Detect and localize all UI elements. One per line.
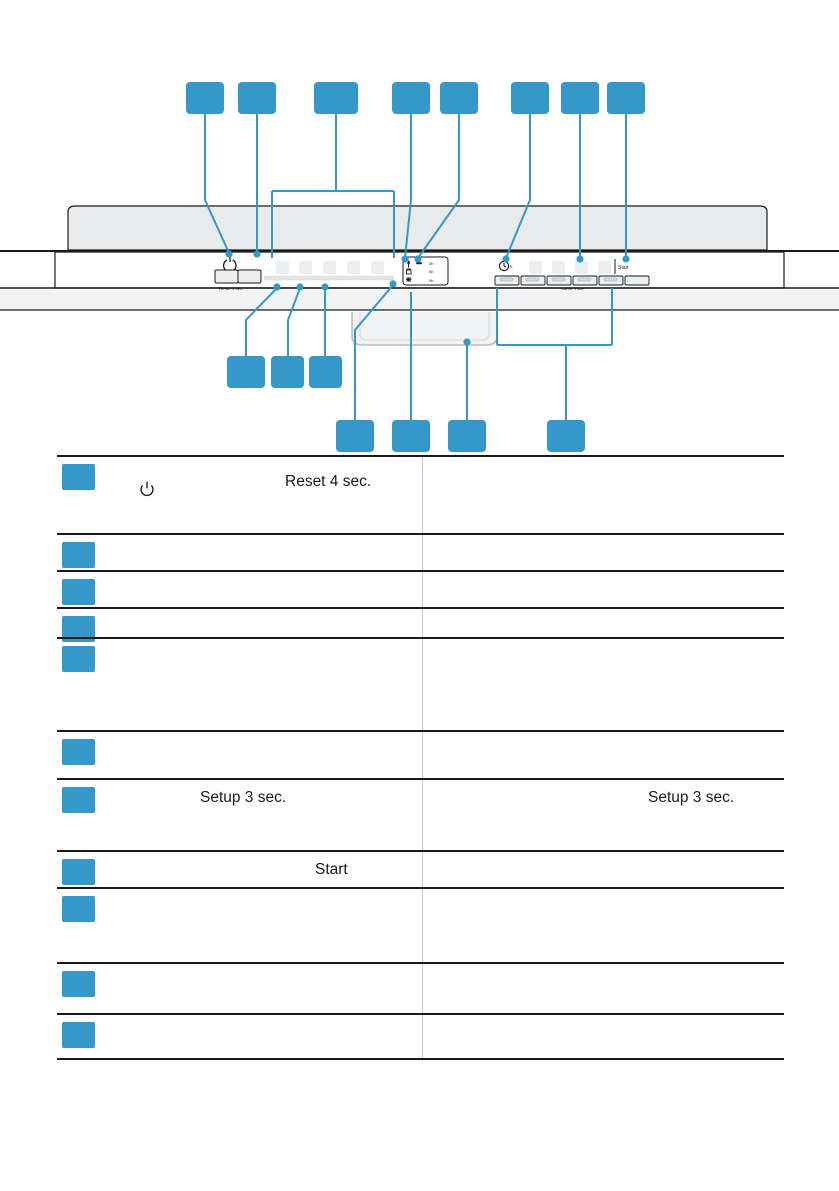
- legend-row-marker: [62, 464, 95, 490]
- legend-row: Reset 4 sec.: [57, 455, 784, 533]
- legend-row-marker: [62, 971, 95, 997]
- display-row-1-value: 3h: [429, 261, 433, 266]
- legend-cell-text: Reset 4 sec.: [285, 473, 372, 490]
- legend-row-marker: [62, 739, 95, 765]
- legend-row-marker: [62, 859, 95, 885]
- status-display: 3h 6h 9h: [402, 256, 449, 286]
- callout-marker-c9: [227, 356, 265, 388]
- legend-row: Setup 3 sec. Setup 3 sec.: [57, 778, 784, 850]
- legend-column-divider: [422, 964, 423, 1013]
- legend-column-divider: [422, 780, 423, 850]
- callout-marker-c14: [448, 420, 486, 452]
- callout-marker-c15: [547, 420, 585, 452]
- legend-column-divider: [422, 639, 423, 730]
- legend-row: [57, 730, 784, 778]
- display-row-2-icons: [406, 268, 412, 275]
- legend-row: [57, 887, 784, 962]
- option-led-2: [552, 261, 565, 274]
- legend-table: Reset 4 sec. Setup 3 sec. Setup 3 sec. Star…: [57, 455, 784, 1060]
- legend-row-marker: [62, 896, 95, 922]
- legend-row: Start: [57, 850, 784, 887]
- legend-column-divider: [422, 889, 423, 962]
- callout-marker-c8: [607, 82, 645, 114]
- callout-marker-c4: [392, 82, 430, 114]
- legend-column-divider: [422, 852, 423, 887]
- legend-column-divider: [422, 609, 423, 637]
- legend-row: [57, 637, 784, 730]
- option-led-3: [575, 261, 588, 274]
- legend-column-divider: [422, 732, 423, 778]
- callout-marker-c12: [336, 420, 374, 452]
- display-row-2-value: 6h: [429, 269, 433, 274]
- svg-text:h: h: [510, 265, 513, 270]
- callout-marker-c13: [392, 420, 430, 452]
- legend-row-marker: [62, 1022, 95, 1048]
- callout-marker-c10: [271, 356, 304, 388]
- callout-marker-c7: [561, 82, 599, 114]
- appliance-top-lid: [67, 205, 768, 251]
- legend-column-divider: [422, 535, 423, 570]
- callout-marker-c1: [186, 82, 224, 114]
- legend-bottom-rule: [57, 1058, 784, 1060]
- door-front: [0, 290, 839, 310]
- program-led-2: [299, 261, 312, 274]
- legend-column-divider: [422, 572, 423, 607]
- display-row-3-value: 9h: [429, 278, 433, 283]
- onoff-button: [237, 269, 262, 284]
- legend-row-marker: [62, 579, 95, 605]
- legend-row: [57, 1013, 784, 1058]
- option-led-1: [529, 261, 542, 274]
- callout-marker-c11: [309, 356, 342, 388]
- program-led-4: [347, 261, 360, 274]
- appliance-illustration: Reset 4 sec. 3h 6h: [0, 205, 839, 346]
- program-slider-strip: [263, 275, 395, 281]
- display-row-3-icons: [406, 277, 412, 282]
- power-button: [214, 269, 239, 284]
- callout-marker-c3: [314, 82, 358, 114]
- legend-row-marker: [62, 646, 95, 672]
- legend-row: [57, 962, 784, 1013]
- legend-row: [57, 607, 784, 642]
- power-icon: [137, 479, 157, 503]
- program-led-1: [276, 261, 289, 274]
- legend-row-marker: [62, 787, 95, 813]
- display-row-1-bar: [416, 262, 422, 265]
- legend-cell-text: Setup 3 sec.: [200, 789, 287, 806]
- legend-cell-text: Start: [315, 861, 348, 878]
- legend-column-divider: [422, 457, 423, 533]
- legend-cell-text: Setup 3 sec.: [648, 789, 735, 806]
- legend-column-divider: [422, 1015, 423, 1058]
- program-led-3: [323, 261, 336, 274]
- legend-row: [57, 570, 784, 607]
- option-led-4: [598, 261, 611, 274]
- callout-marker-c6: [511, 82, 549, 114]
- callout-marker-c2: [238, 82, 276, 114]
- legend-row-marker: [62, 542, 95, 568]
- legend-row: [57, 533, 784, 570]
- option-buttons: [494, 275, 650, 286]
- callout-marker-c5: [440, 82, 478, 114]
- program-led-5: [371, 261, 384, 274]
- start-label: Start: [618, 265, 629, 271]
